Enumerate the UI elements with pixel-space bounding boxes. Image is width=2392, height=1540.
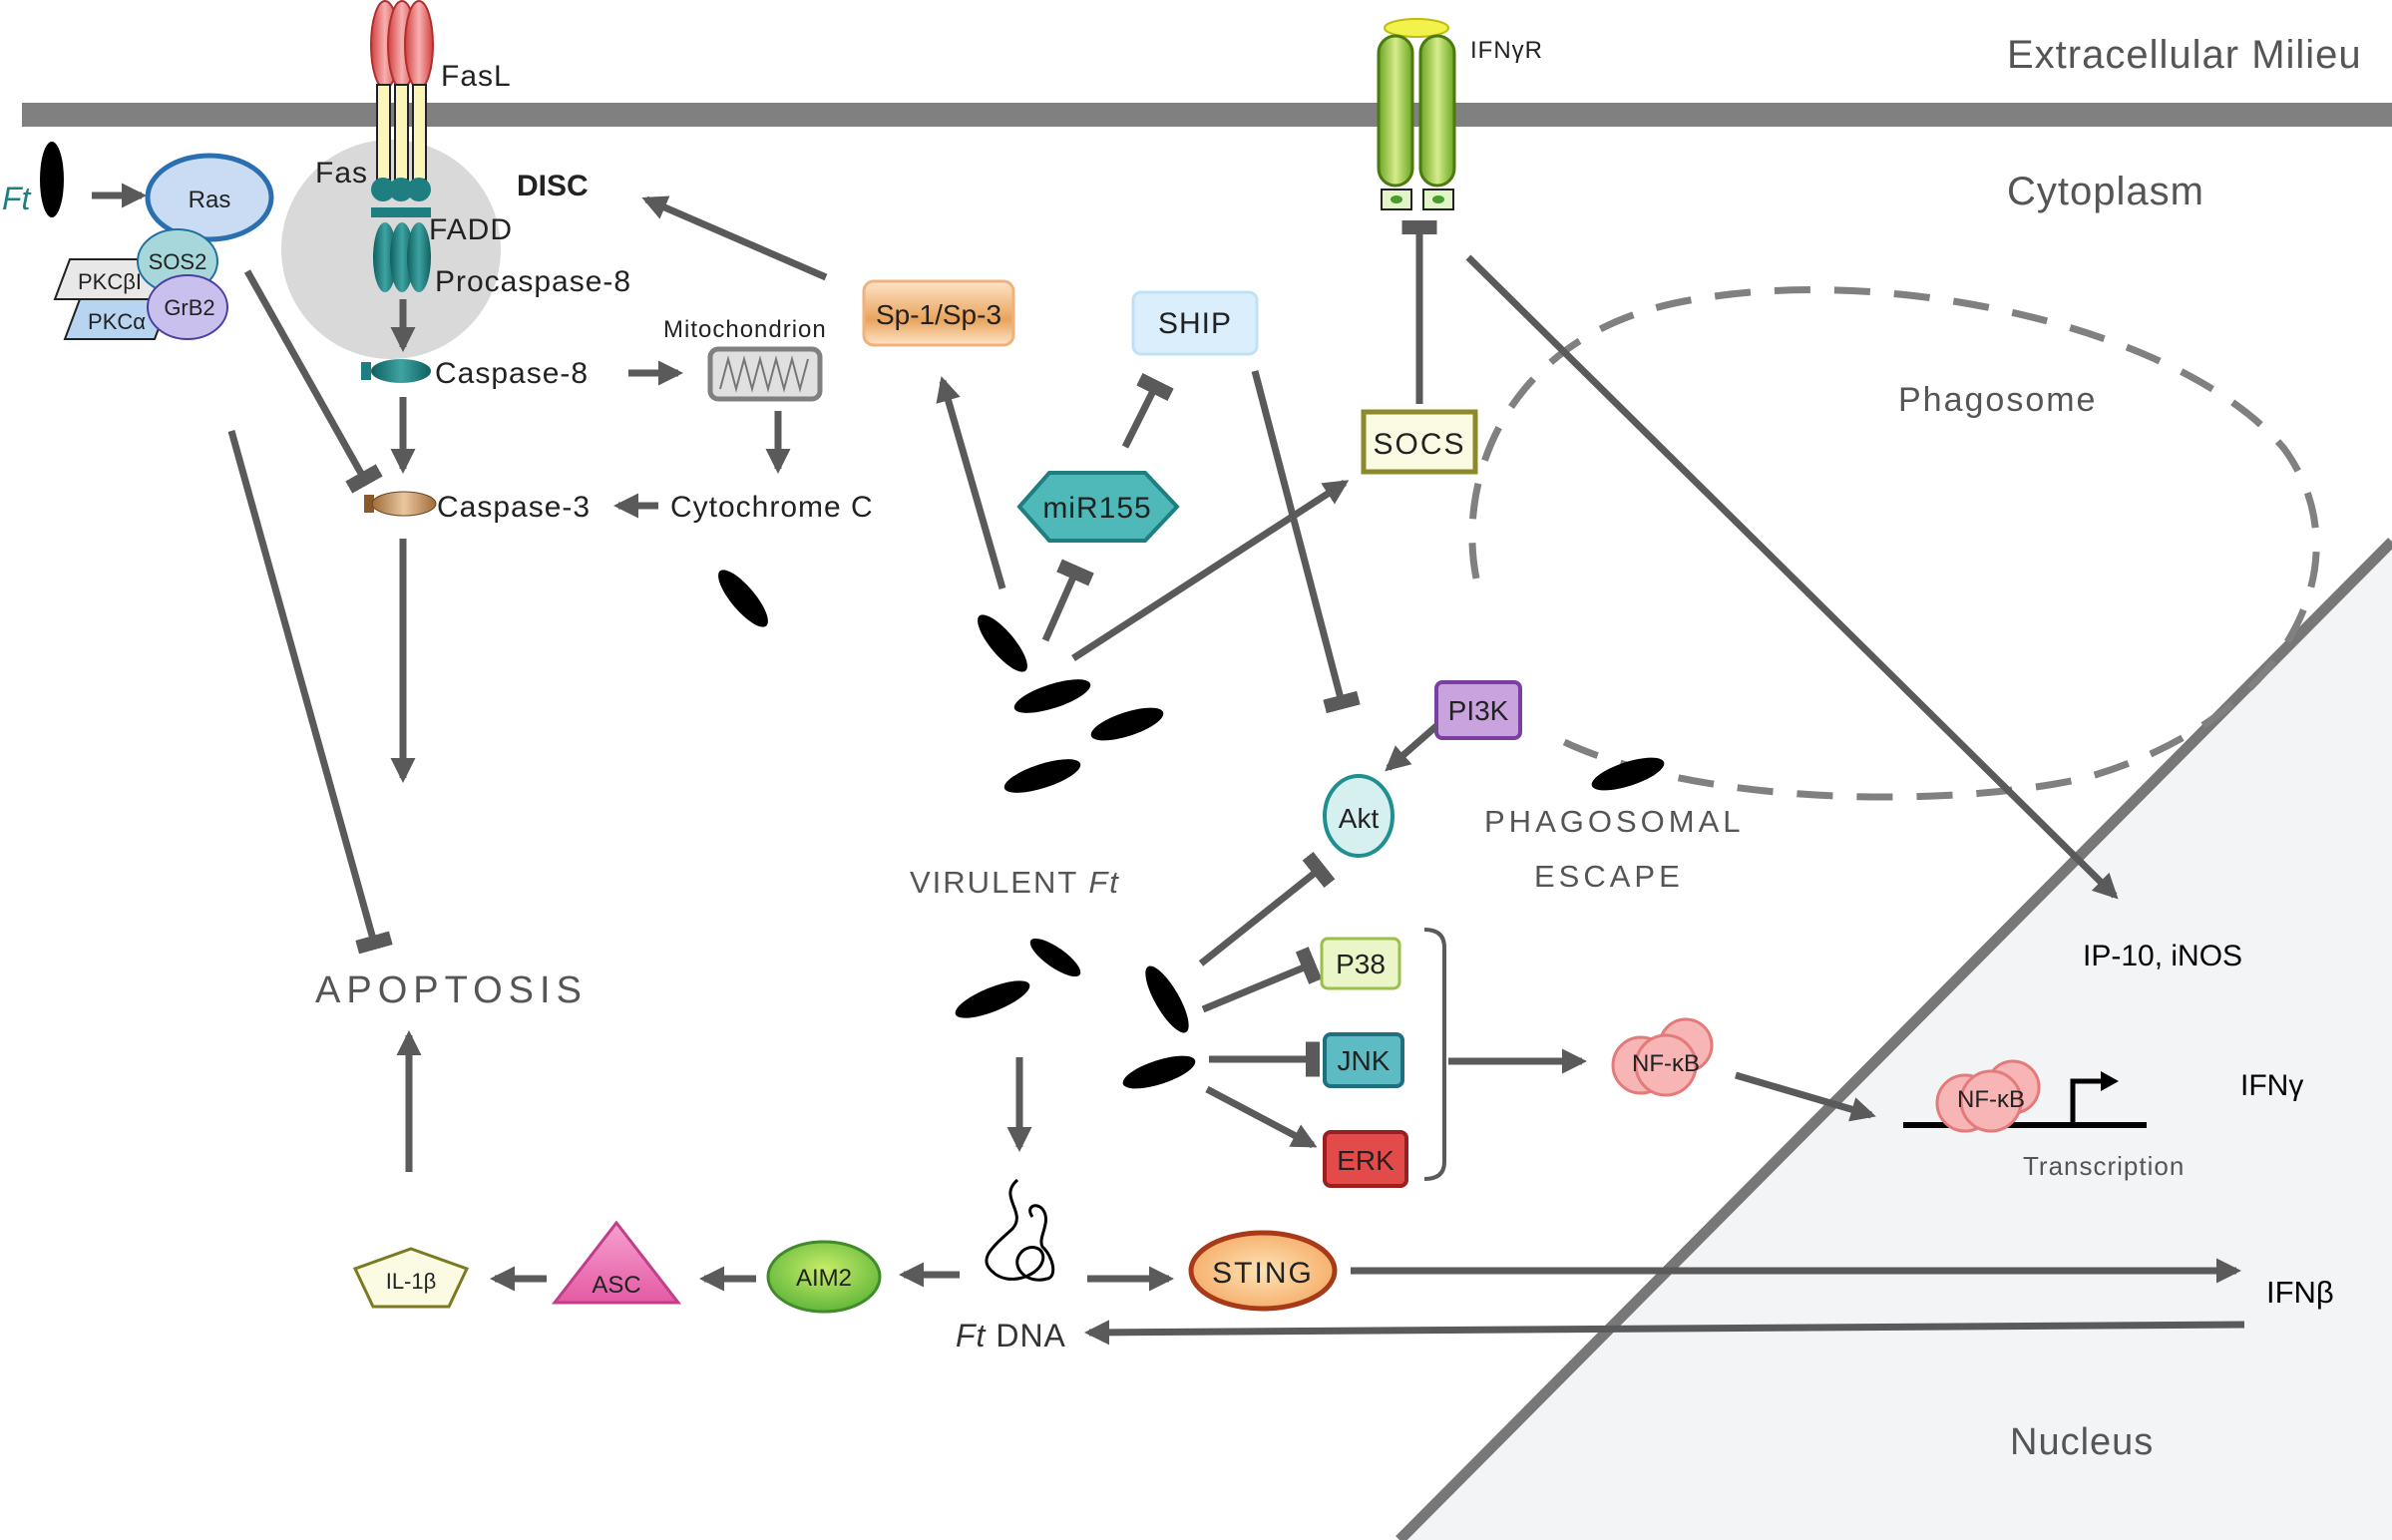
arrow-bacteria-erk (1205, 1085, 1318, 1149)
arrow-pi3k-akt (1385, 723, 1439, 772)
arrow-nfkb-nucleus (1735, 1071, 1876, 1122)
mir155-node (1016, 471, 1180, 543)
sp1sp3-label: Sp-1/Sp-3 (876, 299, 1001, 330)
virulent-ft-label: VIRULENT Ft (910, 865, 1120, 900)
inhibit-bacteria-mir155 (1041, 559, 1094, 642)
phagosome-membrane (1468, 286, 2320, 801)
pi3k-node (1434, 680, 1522, 740)
akt-label: Akt (1339, 803, 1380, 834)
mitochondrion-label: Mitochondrion (663, 316, 827, 343)
ft-dna-label: Ft DNA (956, 1318, 1066, 1353)
caspase8-icon (361, 359, 431, 383)
nfkb-label: NF-κB (1632, 1050, 1700, 1077)
arrow-sp1-disc (641, 195, 828, 281)
sp1sp3-node (862, 279, 1015, 347)
ft-bacteria-cluster-icon (718, 570, 1665, 1089)
ft-label: Ft (2, 181, 32, 216)
grb2-node (147, 274, 228, 340)
disc-label: DISC (517, 170, 589, 202)
socs-label: SOCS (1373, 428, 1465, 461)
fadd-label: FADD (429, 213, 513, 246)
jnk-label: JNK (1338, 1045, 1391, 1076)
fas-label: Fas (315, 157, 368, 190)
pi3k-label: PI3K (1448, 695, 1509, 726)
ifngr-label: IFNγR (1470, 37, 1543, 64)
ifng-label: IFNγ (2240, 1069, 2303, 1102)
cytoplasm-label: Cytoplasm (2007, 170, 2204, 213)
ifngr-receptor-icon (1377, 18, 1456, 210)
aim2-label: AIM2 (796, 1265, 852, 1292)
inhibit-ras-apoptosis (227, 430, 393, 955)
fasl-ligand-icon (370, 0, 434, 90)
pkca-node (63, 298, 172, 340)
socs-node (1361, 409, 1478, 475)
asc-label: ASC (592, 1272, 640, 1299)
nucleus-label: Nucleus (2010, 1421, 2154, 1463)
aim2-node (766, 1240, 882, 1314)
erk-node (1323, 1130, 1408, 1188)
nfkb-nuclear-label: NF-κB (1957, 1086, 2025, 1113)
nfkb-node (1611, 1017, 1714, 1097)
asc-node (551, 1220, 682, 1305)
ft-bacterium-icon (40, 142, 64, 217)
arrow-ifngr-ip10 (1465, 254, 2119, 900)
fas-receptor-icon (376, 84, 427, 181)
ship-label: SHIP (1158, 307, 1232, 340)
arrow-ifnb-dna (1083, 1320, 2245, 1346)
pkcb-label: PKCβI (78, 269, 142, 294)
phagosomal-escape-label-1: PHAGOSOMAL (1484, 804, 1745, 839)
mitochondrion-icon (707, 346, 823, 402)
pkca-label: PKCα (88, 309, 146, 334)
inhibit-bacteria-p38 (1201, 947, 1323, 1013)
sos2-label: SOS2 (149, 249, 207, 274)
phagosomal-escape-label-2: ESCAPE (1534, 859, 1684, 894)
akt-node (1323, 774, 1395, 858)
sting-node (1188, 1230, 1338, 1312)
mapk-bracket (1423, 928, 1446, 1181)
inhibit-mir155-ship (1121, 372, 1174, 449)
inhibit-ship-akt (1251, 370, 1361, 714)
fadd-icon (371, 178, 431, 217)
inhibit-ras-caspase3 (243, 269, 383, 494)
p38-label: P38 (1336, 949, 1386, 979)
mir155-label: miR155 (1042, 492, 1151, 525)
ifnb-label: IFNβ (2266, 1275, 2334, 1310)
inhibit-bacteria-akt (1198, 851, 1336, 966)
caspase8-label: Caspase-8 (435, 357, 589, 390)
ras-label: Ras (189, 187, 231, 213)
extracellular-label: Extracellular Milieu (2007, 33, 2362, 77)
ip10-inos-label: IP-10, iNOS (2083, 940, 2242, 972)
phagosome-label: Phagosome (1898, 381, 2097, 419)
ship-node (1131, 290, 1259, 356)
erk-label: ERK (1337, 1145, 1395, 1176)
arrow-bacteria-sp1 (936, 376, 1006, 589)
jnk-node (1323, 1032, 1404, 1088)
procaspase8-icon (373, 222, 431, 292)
grb2-label: GrB2 (164, 295, 214, 320)
ras-node (145, 153, 274, 242)
apoptosis-label: APOPTOSIS (315, 969, 588, 1011)
p38-node (1320, 937, 1401, 990)
ft-dna-icon (985, 1178, 1055, 1282)
transcription-label: Transcription (2023, 1151, 2185, 1181)
caspase3-label: Caspase-3 (437, 491, 591, 524)
il1b-node (352, 1247, 470, 1309)
nfkb-nuclear-node (1935, 1059, 2041, 1133)
arrow-bacteria-socs (1071, 480, 1350, 661)
sting-label: STING (1212, 1257, 1314, 1290)
promoter-arrowhead-icon (2101, 1071, 2119, 1091)
fasl-label: FasL (441, 60, 512, 93)
promoter-arrow-icon (2070, 1078, 2103, 1125)
cytochrome-c-label: Cytochrome C (670, 491, 874, 524)
caspase3-icon (364, 491, 437, 517)
il1b-label: IL-1β (386, 1269, 437, 1294)
procaspase8-label: Procaspase-8 (435, 265, 631, 298)
